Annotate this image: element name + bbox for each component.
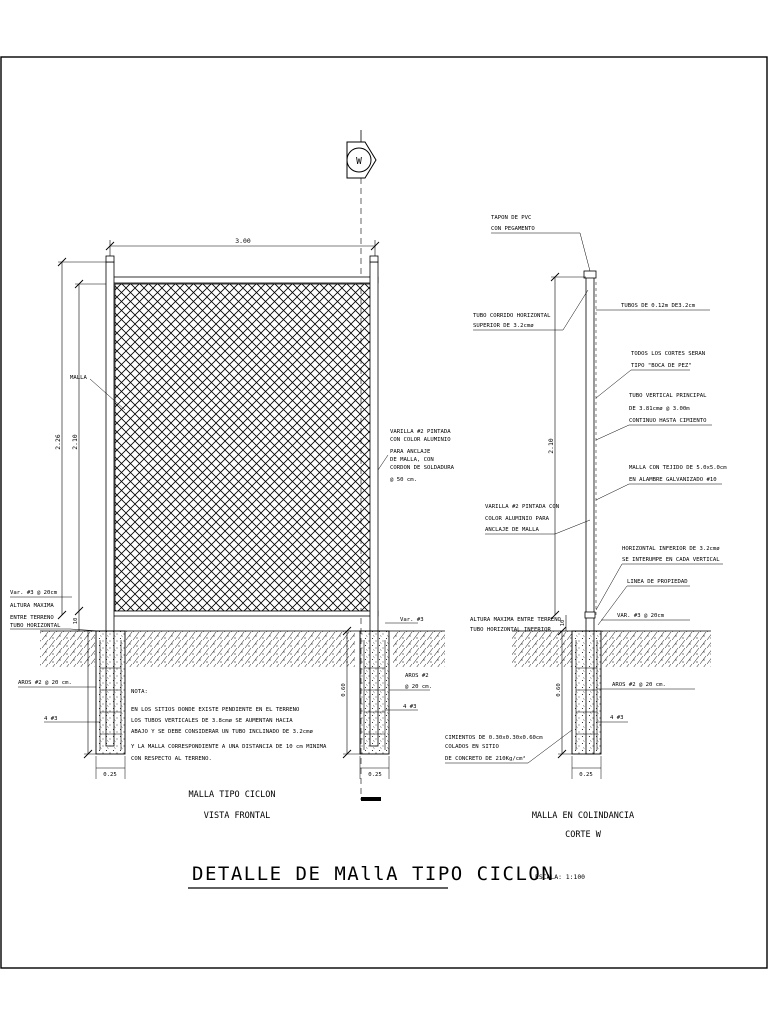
varilla-section-line-1: VARILLA #2 PINTADA CON [485, 504, 559, 510]
varilla-section-line-2: COLOR ALUMINIO PARA [485, 516, 550, 522]
horizontal-line-2: SE INTERUMPE EN CADA VERTICAL [622, 557, 720, 563]
cimientos-line-3: DE CONCRETO DE 210Kg/cm² [445, 755, 526, 762]
bars-section-label: 4 #3 [610, 715, 623, 721]
left-footing [95, 630, 126, 755]
drawing-scale: ESCALA: 1:100 [535, 873, 585, 881]
bars-left-label: 4 #3 [44, 716, 57, 722]
varilla-line-2: CON COLOR ALUMINIO [390, 437, 451, 443]
footing-width-right: 0.25 [368, 772, 381, 778]
aros-right-line-2: @ 20 cm. [405, 684, 432, 690]
varilla-line-5: CORDON DE SOLDADURA [390, 465, 455, 471]
nota-line-3: ABAJO Y SE DEBE CONSIDERAR UN TUBO INCLI… [131, 729, 313, 735]
section-footing-depth: 0.60 [556, 683, 562, 696]
front-caption-2: VISTA FRONTAL [204, 811, 271, 821]
section-caption-2: CORTE W [565, 830, 602, 840]
footing-depth-dimension: 0.60 [341, 683, 347, 696]
tapon-line-1: TAPON DE PVC [491, 215, 531, 221]
section-marker-label: W [356, 156, 362, 167]
cortes-line-2: TIPO "BOCA DE PEZ" [631, 363, 692, 369]
section-footing [571, 630, 602, 755]
tubo-corrido-line-1: TUBO CORRIDO HORIZONTAL [473, 313, 551, 319]
right-footing [359, 630, 390, 755]
horizontal-line-1: HORIZONTAL INFERIOR DE 3.2cmø [622, 546, 720, 552]
varilla-line-4: DE MALLA, CON [390, 457, 434, 463]
aros-section-label: AROS #2 @ 20 cm. [612, 682, 666, 688]
var-left-label: Var. #3 @ 20cm [10, 590, 58, 596]
altura-section-line-1: ALTURA MAXIMA ENTRE TERRENO [470, 617, 562, 623]
linea-propiedad-label: LINEA DE PROPIEDAD [627, 579, 688, 585]
drawing-title: DETALLE DE MAllA TIPO CICLON [192, 863, 554, 885]
label-malla: MALLA [70, 375, 87, 381]
varilla-line-6: @ 50 cm. [390, 477, 417, 483]
sheet-border [0, 56, 768, 969]
tubo-vertical-line-1: TUBO VERTICAL PRINCIPAL [629, 393, 707, 399]
base-offset-dimension: 10 [73, 618, 79, 625]
front-view: 3.00 2.26 2.10 10 [10, 237, 455, 821]
total-height-dimension: 2.26 [54, 434, 62, 450]
nota-title: NOTA: [131, 689, 148, 695]
bars-right-label: 4 #3 [403, 704, 416, 710]
varilla-section-line-3: ANCLAJE DE MALLA [485, 527, 540, 533]
section-footing-width: 0.25 [579, 772, 592, 778]
var-right-label: Var. #3 [400, 617, 424, 623]
altura-line-2: ENTRE TERRENO [10, 615, 54, 621]
nota-line-2: LOS TUBOS VERTICALES DE 3.8cmø SE AUMENT… [131, 718, 293, 724]
section-base-offset: 10 [560, 620, 566, 627]
tubo-vertical-line-2: DE 3.81cmø @ 3.00m [629, 406, 690, 412]
varilla-line-1: VARILLA #2 PINTADA [390, 429, 451, 435]
aros-left-label: AROS #2 @ 20 cm. [18, 680, 72, 686]
footing-width-left: 0.25 [103, 772, 116, 778]
tubos-label: TUBOS DE 0.12m DE3.2cm [621, 303, 696, 309]
top-rail [109, 276, 379, 284]
var-section-label: VAR. #3 @ 20cm [617, 613, 665, 619]
nota-line-4: Y LA MALLA CORRESPONDIENTE A UNA DISTANC… [131, 744, 327, 750]
malla-tejido-line-1: MALLA CON TEJIDO DE 5.0x5.0cm [629, 465, 727, 471]
title-block: DETALLE DE MAllA TIPO CICLON ESCALA: 1:1… [188, 863, 585, 889]
malla-tejido-line-2: EN ALAMBRE GALVANIZADO #10 [629, 477, 717, 483]
front-caption-1: MALLA TIPO CICLON [189, 790, 276, 800]
bottom-rail [109, 610, 379, 617]
nota-line-5: CON RESPECTO AL TERRENO. [131, 756, 212, 762]
section-mesh-height: 2.10 [547, 438, 555, 454]
cimientos-line-1: CIMIENTOS DE 0.30x0.30x0.60cm [445, 735, 543, 741]
altura-line-1: ALTURA MAXIMA [10, 603, 54, 609]
tubo-vertical-line-3: CONTINUO HASTA CIMIENTO [629, 418, 707, 424]
chain-link-mesh [114, 283, 374, 612]
tubo-corrido-line-2: SUPERIOR DE 3.2cmø [473, 323, 534, 329]
altura-line-3: TUBO HORIZONTAL [10, 623, 61, 629]
mesh-height-dimension: 2.10 [71, 434, 79, 450]
section-caption-1: MALLA EN COLINDANCIA [532, 811, 634, 821]
section-view: 2.10 10 0.60 0.25 TAPON DE PVC CON PEGAM… [445, 215, 727, 840]
tapon-line-2: CON PEGAMENTO [491, 226, 535, 232]
varilla-line-3: PARA ANCLAJE [390, 449, 431, 455]
cortes-line-1: TODOS LOS CORTES SERAN [631, 351, 705, 357]
altura-section-line-2: TUBO HORIZONTAL INFERIOR [470, 627, 551, 633]
aros-right-line-1: AROS #2 [405, 673, 429, 679]
width-dimension: 3.00 [235, 237, 251, 245]
nota-line-1: EN LOS SITIOS DONDE EXISTE PENDIENTE EN … [131, 707, 300, 713]
cimientos-line-2: COLADOS EN SITIO [445, 744, 500, 750]
